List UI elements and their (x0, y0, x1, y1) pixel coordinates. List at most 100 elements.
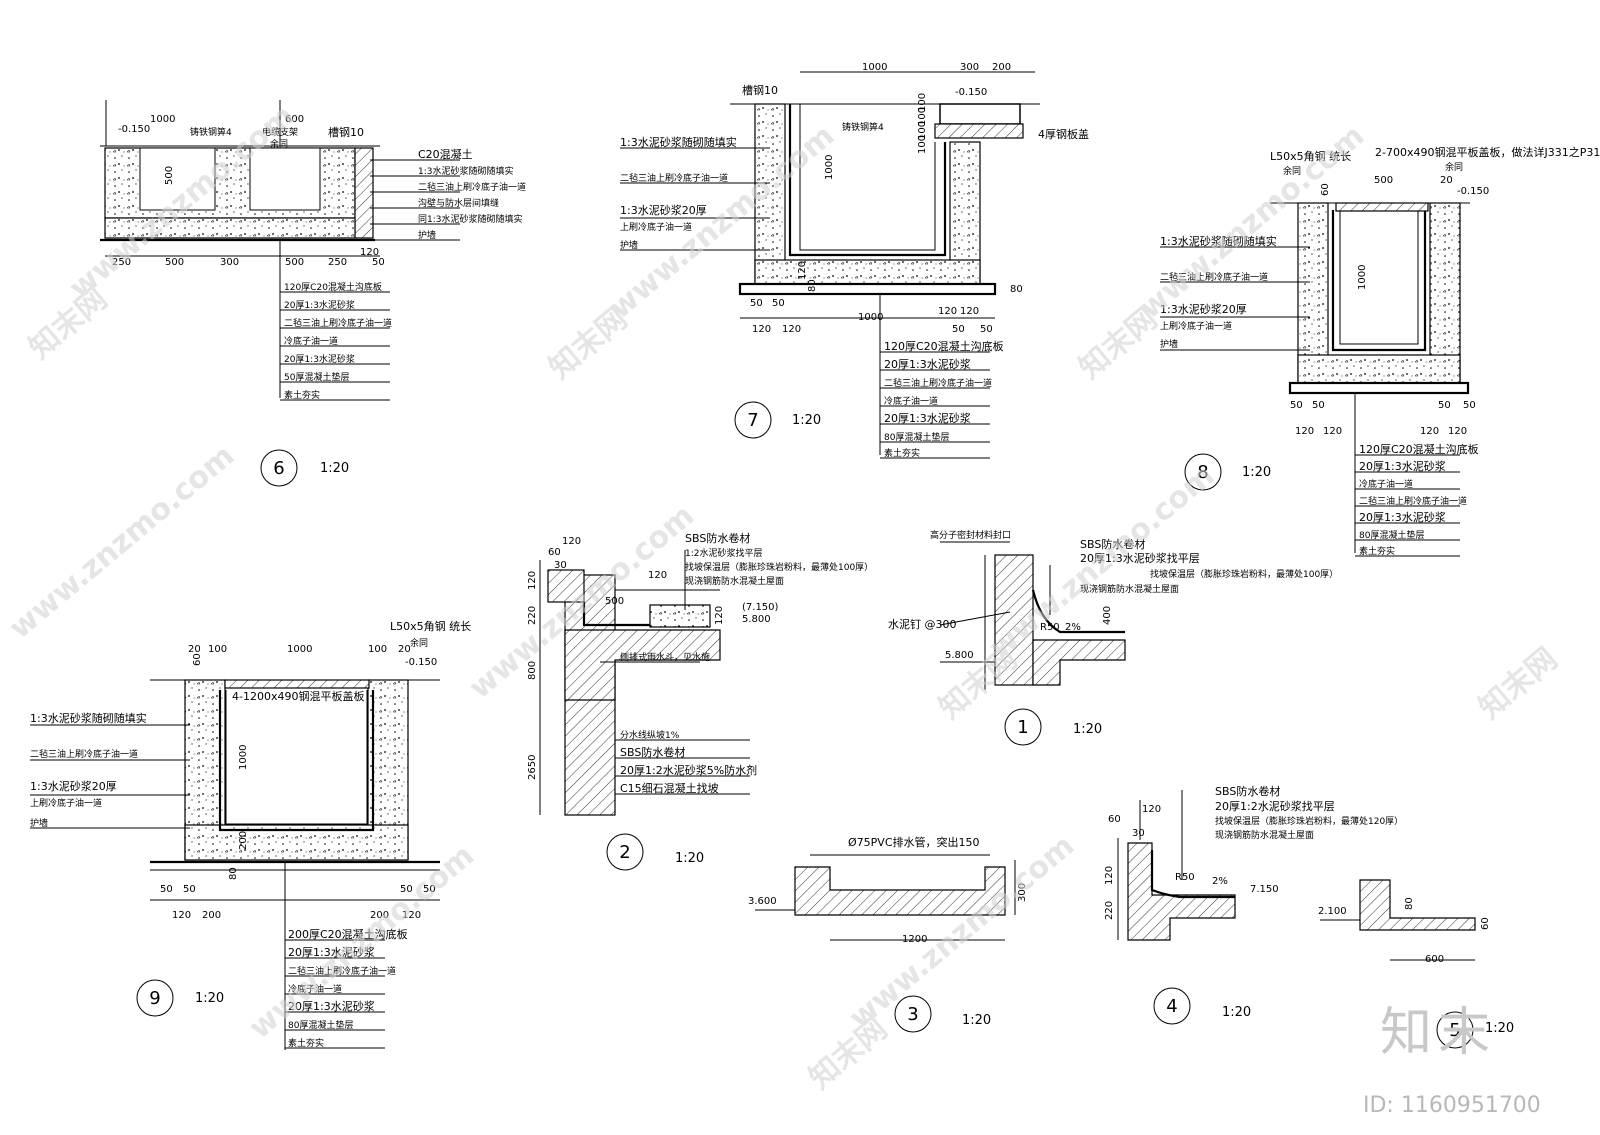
dim-label: 120 (1295, 426, 1314, 437)
dim-label: 100 (917, 93, 928, 112)
note-label: 1:3水泥砂浆20厚 (620, 203, 707, 217)
note-label: 1:3水泥砂浆随砌随填实 (1160, 234, 1277, 248)
dim-label: 120 (714, 606, 725, 625)
layer-label: 200厚C20混凝土沟底板 (288, 927, 408, 941)
note-label: 1:3水泥砂浆随砌随填实 (418, 165, 514, 177)
watermark-text: www.znzmo.com (243, 838, 481, 1046)
layer-label: 20厚1:3水泥砂浆 (1359, 459, 1446, 473)
wall (994, 554, 1034, 686)
detail-scale: 1:20 (1073, 722, 1102, 737)
detail-index: 9 (149, 988, 160, 1009)
detail-scale: 1:20 (675, 851, 704, 866)
layer-label: 二毡三油上刷冷底子油一道 (284, 317, 392, 329)
detail-scale: 1:20 (320, 461, 349, 476)
detail-5: 5 1:20 2.100 600 80 60 (1318, 879, 1514, 1049)
wall (354, 147, 374, 239)
layer-label: 二毡三油上刷冷底子油一道 (884, 377, 992, 389)
dim-label: 250 (328, 257, 347, 268)
dim-label: 50 (1438, 400, 1451, 411)
drain-label: 侧排式雨水斗，见水施 (620, 651, 710, 663)
note-label: 二毡三油上刷冷底子油一道 (620, 172, 728, 184)
image-id-label: ID: 1160951700 (1363, 1093, 1541, 1118)
head-label: 余同 (410, 637, 428, 649)
dim-label: 80 (1404, 897, 1415, 910)
note-label: 高分子密封材料封口 (930, 529, 1011, 541)
detail-marker (894, 995, 932, 1033)
elevation-label: 5.800 (742, 614, 771, 625)
tag-label: 电缆支架 (262, 126, 298, 138)
dim-label: 300 (960, 62, 979, 73)
note-label: 上刷冷底子油一道 (1160, 320, 1232, 332)
watermark-text: 知末网 (803, 1011, 894, 1096)
note-label: 护墙 (1160, 338, 1178, 350)
dim-label: 1000 (150, 114, 175, 125)
layer-label: 20厚1:3水泥砂浆 (884, 411, 971, 425)
note-label: 现浇钢筋防水混凝土屋面 (1215, 829, 1314, 841)
dim-label: 120 (360, 247, 379, 258)
cover-plate (224, 679, 370, 689)
note-label: 二毡三油上刷冷底子油一道 (1160, 271, 1268, 283)
base-slab (104, 217, 356, 239)
dim-label: 50 (750, 298, 763, 309)
detail-scale: 1:20 (1242, 465, 1271, 480)
dim-label: 300 (1017, 883, 1028, 902)
layer-label: 冷底子油一道 (284, 335, 338, 347)
dim-label: 220 (527, 606, 538, 625)
dim-label: 50 (1290, 400, 1303, 411)
note-label: 上刷冷底子油一道 (30, 797, 102, 809)
note-label: SBS防水卷材 (685, 531, 750, 545)
dim-label: 120 (527, 571, 538, 590)
elevation-label: -0.150 (405, 657, 437, 668)
channel (934, 123, 1024, 139)
detail-marker (1153, 987, 1191, 1025)
dim-label: 120 (172, 910, 191, 921)
dim-label: 20 (188, 644, 201, 655)
base-slab (1297, 354, 1461, 384)
note-label: 1:3水泥砂浆随砌随填实 (30, 711, 147, 725)
dim-label: 120 (1420, 426, 1439, 437)
layer-label: 冷底子油一道 (288, 983, 342, 995)
note-label: SBS防水卷材 (1080, 537, 1145, 551)
pipe-label: Ø75PVC排水管，突出150 (848, 835, 980, 849)
layer-label: 20厚1:3水泥砂浆 (284, 299, 355, 311)
note-label: 找坡保温层（膨胀珍珠岩粉料，最薄处100厚） (685, 561, 873, 573)
detail-scale: 1:20 (962, 1013, 991, 1028)
layer-label: C15细石混凝土找坡 (620, 781, 719, 795)
trench-void-right (249, 147, 321, 211)
trench-void-left (139, 147, 216, 211)
note-label: 1:3水泥砂浆随砌随填实 (620, 135, 737, 149)
dim-label: 120 (797, 261, 808, 280)
dim-label: 50 (1312, 400, 1325, 411)
tag-label: 余同 (270, 138, 288, 150)
base-slab (754, 259, 981, 285)
detail-index: 5 (1449, 1020, 1460, 1041)
note-label: 二毡三油上刷冷底子油一道 (418, 181, 526, 193)
dim-label: 2650 (527, 755, 538, 780)
gutter (649, 604, 711, 628)
dim-label: 100 (917, 121, 928, 140)
detail-index: 4 (1166, 996, 1177, 1017)
dim-label: 50 (772, 298, 785, 309)
dim-label: 50 (1463, 400, 1476, 411)
dim-label: 30 (554, 560, 567, 571)
layer-label: 冷底子油一道 (884, 395, 938, 407)
note-label: SBS防水卷材 (1215, 784, 1280, 798)
dim-label: 50 (400, 884, 413, 895)
dim-label: 60 (1480, 917, 1491, 930)
layer-label: 分水线纵坡1% (620, 729, 680, 741)
dim-label: 100 (208, 644, 227, 655)
elevation-label: 5.800 (945, 650, 974, 661)
layer-label: 20厚1:3水泥砂浆 (284, 353, 355, 365)
layer-label: 120厚C20混凝土沟底板 (1359, 442, 1479, 456)
dim-label: 220 (1104, 901, 1115, 920)
dim-label: 60 (548, 547, 561, 558)
detail-index: 1 (1017, 717, 1028, 738)
detail-marker (260, 449, 298, 487)
dim-label: 60 (192, 653, 203, 666)
layer-label: 素土夯实 (284, 389, 320, 401)
dim-label: 60 (1108, 814, 1121, 825)
dim-label: 800 (527, 661, 538, 680)
dim-label: 120 (960, 306, 979, 317)
